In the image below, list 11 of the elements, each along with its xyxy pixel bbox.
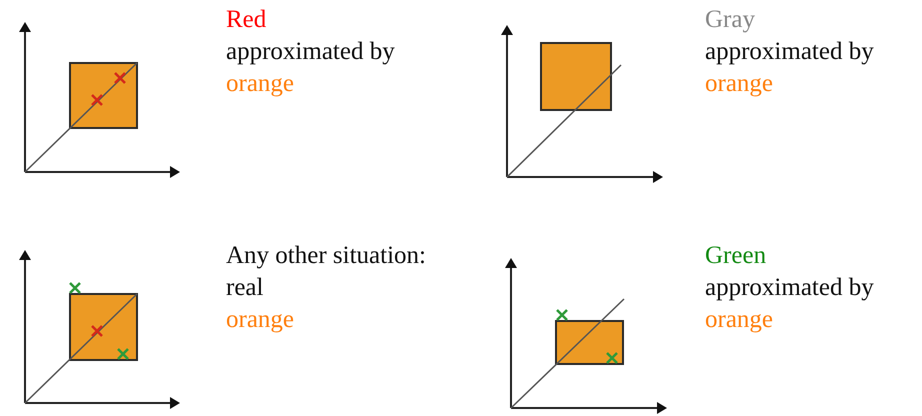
caption-text: orange	[705, 306, 774, 333]
caption-text: orange	[226, 70, 294, 97]
caption-text: Green	[705, 242, 766, 269]
caption-text: Any other situation: real	[226, 242, 426, 301]
caption-text: approximated by	[705, 274, 874, 301]
caption-text: orange	[705, 70, 774, 97]
caption-text: approximated by	[226, 38, 395, 65]
caption-text: Gray	[705, 6, 755, 33]
caption-text: Red	[226, 6, 266, 33]
caption-text: orange	[226, 306, 294, 333]
caption-text: approximated by	[705, 38, 874, 65]
